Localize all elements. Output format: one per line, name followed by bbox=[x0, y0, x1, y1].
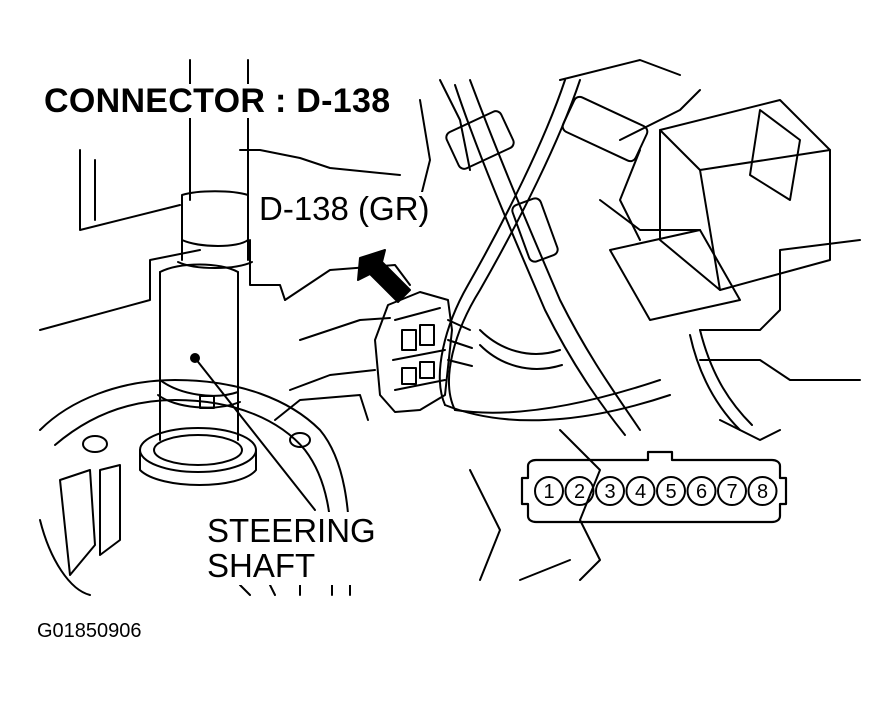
pin-number: 2 bbox=[574, 481, 585, 503]
wire-harness bbox=[438, 79, 753, 436]
d138-connector bbox=[374, 291, 473, 413]
callout-arrow bbox=[357, 249, 411, 303]
pin-circle bbox=[747, 476, 778, 506]
pin-circle bbox=[534, 476, 564, 506]
steering-shaft-label: STEERING SHAFT bbox=[203, 512, 380, 586]
page-title: CONNECTOR : D-138 bbox=[40, 84, 395, 118]
pin-number: 6 bbox=[696, 481, 707, 503]
figure-code: G01850906 bbox=[37, 620, 142, 642]
pin-number: 7 bbox=[726, 481, 737, 503]
column-bracket bbox=[39, 379, 351, 596]
steering-shaft-label-line2: SHAFT bbox=[207, 546, 316, 584]
pin-number: 1 bbox=[543, 481, 554, 503]
connector-callout-label: D-138 (GR) bbox=[257, 190, 432, 227]
pin-number: 4 bbox=[635, 481, 646, 503]
pin-circle bbox=[717, 476, 747, 506]
pin-number: 5 bbox=[665, 481, 676, 503]
pin-circle bbox=[656, 476, 686, 506]
pin-circle bbox=[595, 476, 625, 506]
relay-box bbox=[609, 99, 831, 321]
pin-circle bbox=[625, 476, 656, 506]
pin-circle bbox=[564, 476, 595, 506]
pin-number: 3 bbox=[604, 481, 615, 503]
steering-shaft-label-line1: STEERING bbox=[207, 512, 376, 549]
pin-number: 8 bbox=[757, 481, 768, 503]
pin-circle bbox=[686, 476, 717, 506]
steering-shaft bbox=[139, 59, 316, 511]
